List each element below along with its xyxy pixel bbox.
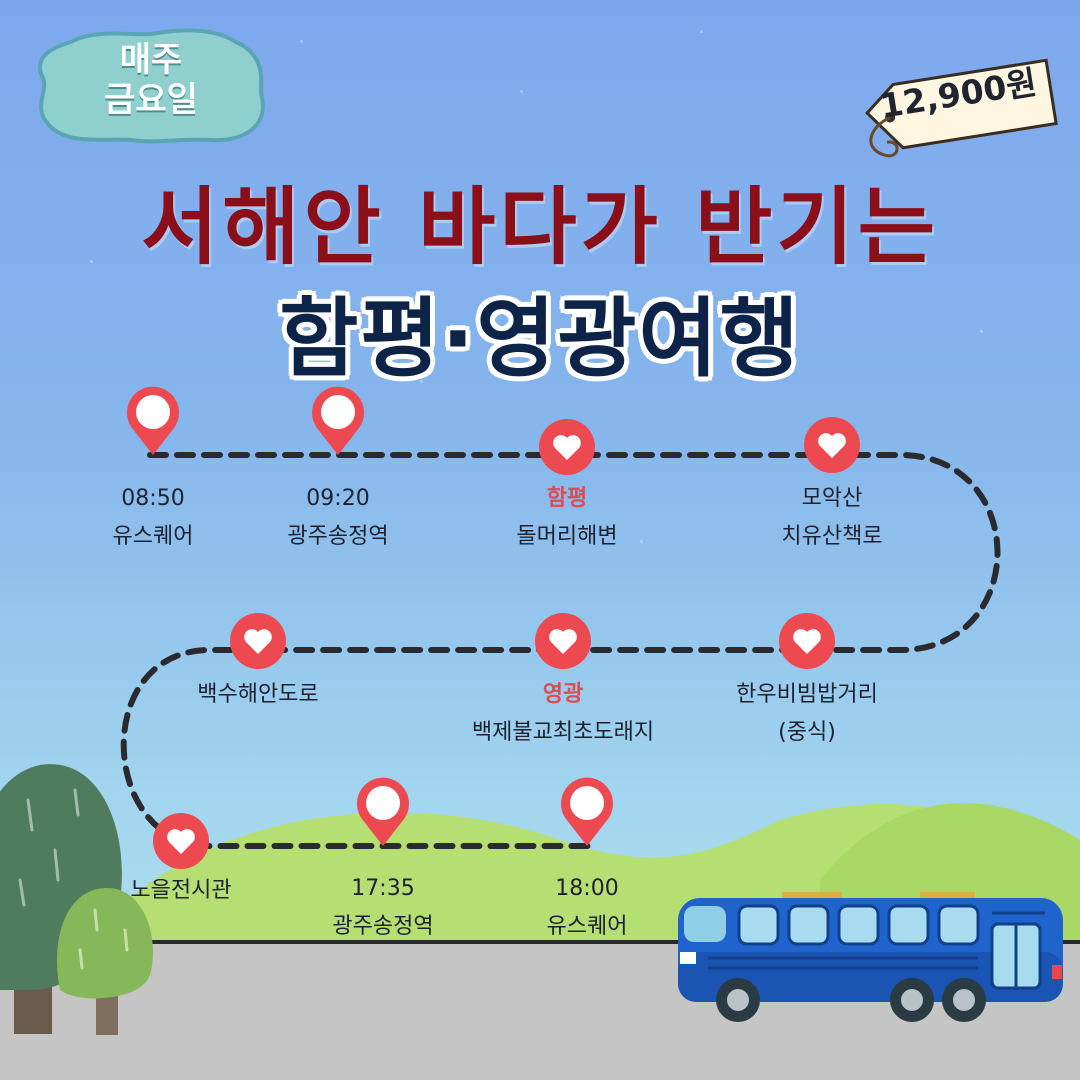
stop-time: 08:50 (121, 486, 185, 511)
stop-name: 유스퀘어 (546, 914, 628, 939)
speck (980, 330, 983, 333)
stop-name: 노을전시관 (130, 878, 232, 903)
stop-time: 18:00 (555, 876, 619, 901)
stop-name: 유스퀘어 (112, 524, 194, 549)
stop-name: 돌머리해변 (516, 524, 618, 549)
badge-cloud (38, 28, 265, 144)
heart-marker-icon (535, 613, 591, 669)
stop-name: 백제불교최초도래지 (471, 720, 655, 745)
heart-marker-icon (539, 419, 595, 475)
heart-marker-icon (230, 613, 286, 669)
speck (420, 380, 423, 383)
heart-marker-icon (804, 417, 860, 473)
speck (300, 40, 303, 43)
speck (90, 260, 93, 263)
heart-marker-icon (779, 613, 835, 669)
stop-region: 함평 (546, 486, 588, 511)
stop-s10: 18:00 유스퀘어 (547, 870, 628, 946)
location-pin-icon (312, 386, 364, 455)
badge-line-2: 금요일 (104, 80, 198, 120)
stop-name: 광주송정역 (287, 524, 389, 549)
stop-s8: 노을전시관 (130, 872, 231, 910)
stop-s3: 함평 돌머리해변 (516, 480, 617, 556)
stop-time: 09:20 (306, 486, 370, 511)
speck (640, 540, 643, 543)
location-pin-icon (561, 777, 613, 846)
tree-icon (57, 887, 153, 1035)
heart-marker-icon (153, 813, 209, 869)
stop-s1: 08:50 유스퀘어 (113, 480, 194, 556)
stop-s6: 영광 백제불교최초도래지 (472, 676, 654, 752)
stop-line-2: 치유산책로 (781, 524, 883, 549)
speck (700, 30, 703, 33)
speck (520, 90, 523, 93)
bus-icon (678, 892, 1063, 1022)
badge-label: 매주 금요일 (36, 40, 266, 120)
stop-line-2: (중식) (778, 720, 836, 745)
stop-time: 17:35 (351, 876, 415, 901)
badge-line-1: 매주 (119, 40, 183, 80)
location-pin-icon (127, 386, 180, 455)
stop-s7: 백수해안도로 (197, 676, 318, 714)
stop-line-1: 모악산 (801, 486, 863, 511)
title-line-1: 서해안 바다가 반기는 (140, 177, 939, 276)
stop-s4: 모악산 치유산책로 (781, 480, 882, 556)
stop-line-1: 한우비빔밥거리 (736, 682, 878, 707)
location-pin-icon (357, 777, 410, 846)
stop-s2: 09:20 광주송정역 (287, 480, 388, 556)
route-dashed-line (120, 452, 1001, 849)
stop-s5: 한우비빔밥거리 (중식) (736, 676, 878, 752)
price-tag (865, 58, 1058, 158)
stop-region: 영광 (542, 682, 584, 707)
stop-s9: 17:35 광주송정역 (332, 870, 433, 946)
stop-name: 광주송정역 (332, 914, 434, 939)
stop-name: 백수해안도로 (197, 682, 319, 707)
title-line-2: 함평·영광여행 (279, 289, 801, 389)
